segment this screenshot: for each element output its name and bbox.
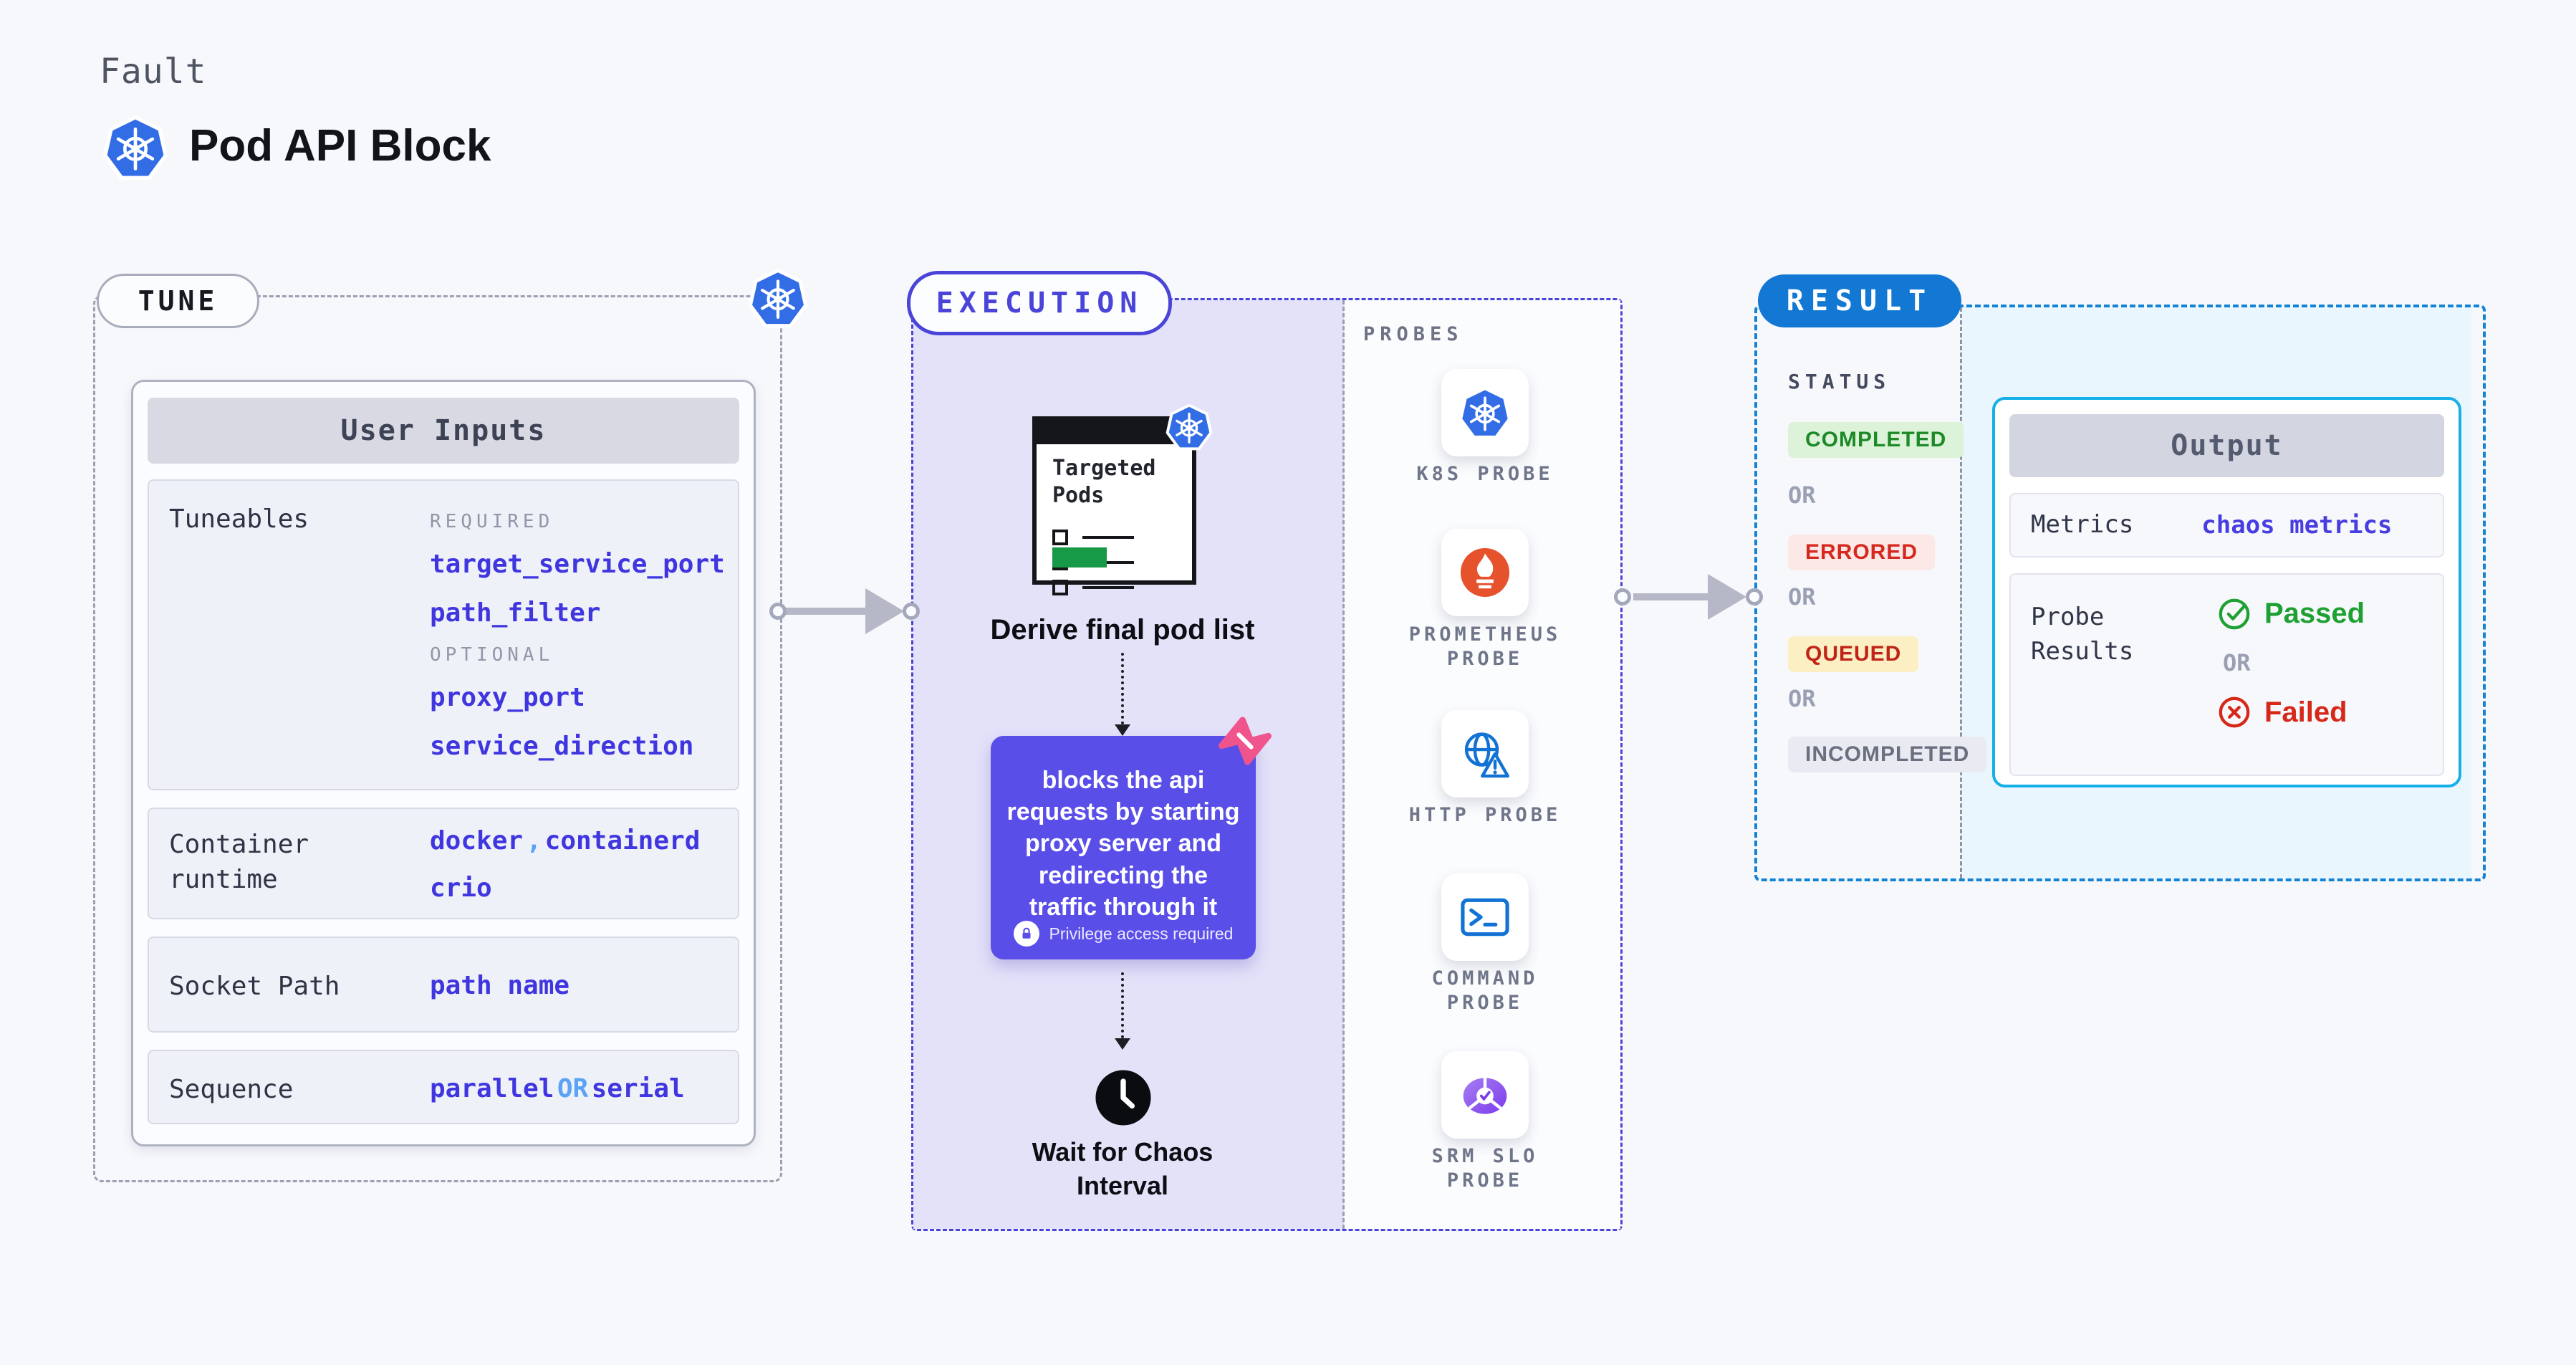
targeted-pods-title: Targeted Pods bbox=[1052, 456, 1156, 508]
page-title: Pod API Block bbox=[189, 121, 491, 171]
probe-results-row: Probe Results Passed OR Failed bbox=[2009, 573, 2444, 776]
passed-check-icon bbox=[2217, 596, 2251, 631]
metrics-row: Metrics chaos metrics bbox=[2009, 493, 2444, 557]
clock-icon bbox=[1094, 1068, 1153, 1127]
tune-section: User Inputs Tuneables REQUIRED target_se… bbox=[93, 295, 782, 1182]
prometheus-probe-label: PROMETHEUS PROBE bbox=[1408, 623, 1562, 670]
command-probe-card bbox=[1441, 873, 1529, 961]
command-probe-icon bbox=[1458, 891, 1512, 944]
output-or: OR bbox=[2223, 649, 2251, 676]
user-inputs-card: User Inputs Tuneables REQUIRED target_se… bbox=[131, 380, 756, 1146]
output-card: Output Metrics chaos metrics Probe Resul… bbox=[1992, 397, 2461, 787]
output-title: Output bbox=[2009, 414, 2444, 477]
execution-to-result-arrow-head bbox=[1708, 574, 1746, 620]
result-badge: RESULT bbox=[1758, 274, 1961, 327]
status-completed-badge: COMPLETED bbox=[1788, 422, 1964, 458]
privilege-row: Privilege access required bbox=[991, 921, 1256, 947]
status-queued-badge: QUEUED bbox=[1788, 636, 1919, 672]
sequence-row: Sequence parallel OR serial bbox=[148, 1050, 739, 1124]
probe-results-label: Probe Results bbox=[2031, 603, 2134, 666]
tuneable-service-direction: service_direction bbox=[430, 732, 694, 761]
tuneable-target-service-port: target_service_port bbox=[430, 550, 725, 579]
result-connector-dot bbox=[1746, 588, 1763, 605]
execution-connector-dot bbox=[903, 603, 920, 620]
status-or: OR bbox=[1788, 685, 1816, 712]
chaos-pink-icon bbox=[1214, 710, 1276, 772]
socket-path-row: Socket Path path name bbox=[148, 937, 739, 1033]
execution-section: Targeted Pods Derive final pod list bloc… bbox=[911, 298, 1623, 1231]
failed-line: Failed bbox=[2217, 695, 2365, 729]
command-probe-label: COMMAND PROBE bbox=[1431, 967, 1539, 1014]
user-inputs-title: User Inputs bbox=[148, 398, 739, 464]
fault-kicker: Fault bbox=[100, 52, 207, 92]
container-runtime-row: Container runtime docker , containerd cr… bbox=[148, 808, 739, 919]
container-runtime-values-line1: docker , containerd bbox=[430, 826, 701, 856]
failed-x-icon bbox=[2217, 695, 2251, 729]
kubernetes-logo-icon bbox=[102, 115, 168, 181]
passed-label: Passed bbox=[2264, 597, 2365, 629]
tune-connector-dot bbox=[769, 603, 787, 620]
pods-progress-bar bbox=[1052, 547, 1107, 567]
result-divider bbox=[1960, 307, 1962, 878]
kubernetes-probe-icon bbox=[1458, 386, 1512, 439]
k8s-probe-card bbox=[1441, 369, 1529, 456]
http-probe-label: HTTP PROBE bbox=[1408, 804, 1562, 826]
result-section: STATUS COMPLETED OR ERRORED OR QUEUED OR… bbox=[1754, 305, 2486, 881]
srm-slo-probe-icon bbox=[1458, 1068, 1512, 1121]
tuneable-proxy-port: proxy_port bbox=[430, 683, 585, 712]
tuneables-label: Tuneables bbox=[169, 504, 309, 534]
derive-pod-list-label: Derive final pod list bbox=[990, 614, 1255, 646]
targeted-pods-node: Targeted Pods bbox=[1032, 416, 1196, 595]
lock-icon bbox=[1013, 921, 1039, 947]
derive-to-action-arrow-head bbox=[1115, 724, 1130, 736]
status-title: STATUS bbox=[1788, 370, 1891, 393]
status-incompleted-badge: INCOMPLETED bbox=[1788, 737, 1987, 772]
status-or: OR bbox=[1788, 482, 1816, 509]
status-errored-badge: ERRORED bbox=[1788, 535, 1936, 570]
tune-badge: TUNE bbox=[97, 274, 259, 328]
tuneable-path-filter: path_filter bbox=[430, 598, 601, 628]
tuneables-row: Tuneables REQUIRED target_service_port p… bbox=[148, 479, 739, 790]
prometheus-probe-icon bbox=[1458, 546, 1512, 599]
tune-to-execution-arrow-head bbox=[865, 588, 904, 634]
fault-action-text: blocks the api requests by starting prox… bbox=[1006, 767, 1240, 921]
fault-action-block: blocks the api requests by starting prox… bbox=[991, 736, 1256, 959]
http-probe-card bbox=[1441, 710, 1529, 798]
http-probe-icon bbox=[1458, 727, 1512, 780]
socket-path-label: Socket Path bbox=[169, 972, 340, 1001]
srm-slo-probe-card bbox=[1441, 1051, 1529, 1139]
wait-chaos-interval-label: Wait for Chaos Interval bbox=[1032, 1137, 1213, 1200]
probes-connector-dot bbox=[1614, 588, 1631, 605]
container-runtime-label: Container runtime bbox=[169, 830, 309, 894]
sequence-values: parallel OR serial bbox=[430, 1074, 685, 1103]
pod-list-item bbox=[1052, 530, 1134, 545]
execution-badge: EXECUTION bbox=[907, 271, 1172, 335]
optional-label: OPTIONAL bbox=[430, 644, 554, 666]
k8s-probe-label: K8S PROBE bbox=[1416, 463, 1554, 485]
container-runtime-value-crio: crio bbox=[430, 873, 492, 903]
probes-divider bbox=[1342, 300, 1345, 1229]
status-or: OR bbox=[1788, 583, 1816, 610]
kubernetes-corner-icon bbox=[748, 268, 808, 328]
action-to-wait-arrow-head bbox=[1115, 1038, 1130, 1050]
probe-results-values: Passed OR Failed bbox=[2217, 596, 2365, 729]
required-label: REQUIRED bbox=[430, 511, 554, 532]
socket-path-value: path name bbox=[430, 971, 570, 1000]
privilege-note: Privilege access required bbox=[1049, 924, 1234, 943]
tune-to-execution-arrow-line bbox=[782, 608, 870, 615]
kubernetes-pods-icon bbox=[1166, 403, 1213, 451]
pod-list-item bbox=[1052, 580, 1134, 595]
sequence-label: Sequence bbox=[169, 1075, 294, 1104]
prometheus-probe-card bbox=[1441, 529, 1529, 616]
passed-line: Passed bbox=[2217, 596, 2365, 631]
probes-title: PROBES bbox=[1363, 323, 1464, 345]
derive-to-action-arrow bbox=[1121, 653, 1124, 724]
execution-to-result-arrow-line bbox=[1633, 593, 1712, 600]
failed-label: Failed bbox=[2264, 696, 2347, 728]
action-to-wait-arrow bbox=[1121, 972, 1124, 1038]
srm-slo-probe-label: SRM SLO PROBE bbox=[1431, 1145, 1539, 1192]
metrics-value: chaos metrics bbox=[2201, 511, 2393, 540]
metrics-label: Metrics bbox=[2031, 510, 2134, 540]
